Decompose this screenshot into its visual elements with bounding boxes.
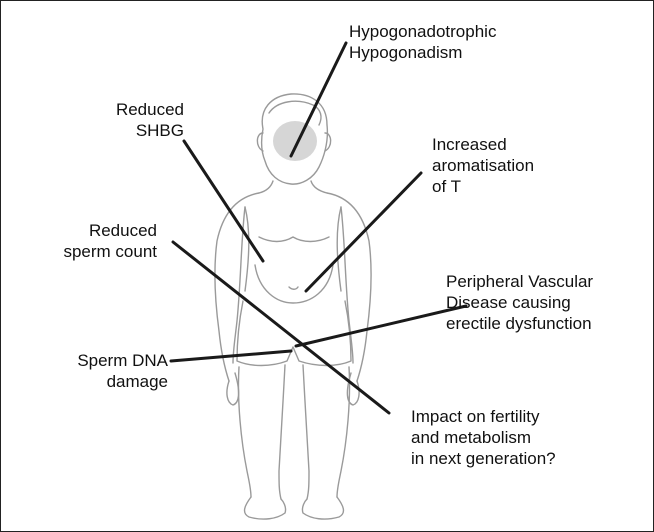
torso-left [245,207,249,291]
belly [255,265,333,303]
navel [289,287,298,289]
pointer-lines [171,43,466,413]
label-line: sperm count [63,241,157,262]
left-leg [238,367,251,497]
pointer-sperm-count [173,242,389,413]
label-line: Increased [432,134,534,155]
label-dna: Sperm DNA damage [77,350,168,392]
label-aromatisation: Increased aromatisation of T [432,134,534,197]
label-line: SHBG [116,120,184,141]
label-line: erectile dysfunction [446,313,593,334]
label-line: Hypogonadism [349,42,496,63]
label-vascular: Peripheral Vascular Disease causing erec… [446,271,593,334]
pointer-dna [171,351,291,361]
label-fertility: Impact on fertility and metabolism in ne… [411,406,556,469]
label-line: Reduced [63,220,157,241]
pointer-hypogonadism [291,43,346,156]
label-line: Disease causing [446,292,593,313]
label-line: of T [432,176,534,197]
right-arm [327,193,371,381]
left-foot [245,497,286,519]
label-line: in next generation? [411,448,556,469]
chest [259,237,329,242]
label-shbg: Reduced SHBG [116,99,184,141]
label-line: Sperm DNA [77,350,168,371]
label-line: Hypogonadotrophic [349,21,496,42]
right-foot [302,497,343,519]
label-line: Peripheral Vascular [446,271,593,292]
label-line: aromatisation [432,155,534,176]
pointer-aromatisation [306,173,421,291]
label-hypogonadism: Hypogonadotrophic Hypogonadism [349,21,496,63]
shorts [237,301,351,366]
pointer-vascular [296,306,466,346]
pointer-shbg [184,141,263,261]
label-line: Reduced [116,99,184,120]
label-line: damage [77,371,168,392]
brain-shading [273,121,317,161]
label-sperm-count: Reduced sperm count [63,220,157,262]
label-line: Impact on fertility [411,406,556,427]
torso-right [337,207,341,291]
label-line: and metabolism [411,427,556,448]
